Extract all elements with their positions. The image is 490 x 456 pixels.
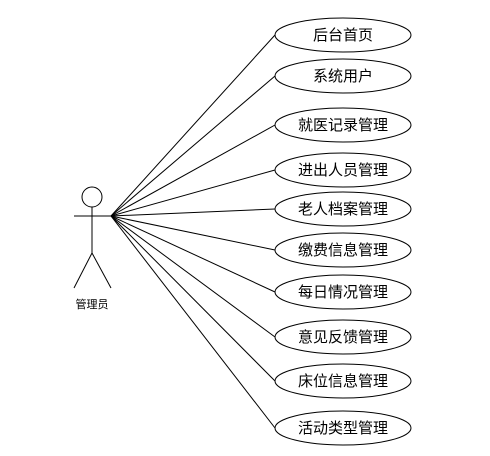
actor-admin: 管理员 [73,186,112,311]
use-case-ellipse [274,107,412,143]
use-case-label: 进出人员管理 [298,161,388,179]
use-case-ellipse [274,58,412,94]
use-case-ellipse [274,363,412,399]
use-case-label: 就医记录管理 [298,116,388,134]
use-case-ellipse [274,17,412,53]
use-case-label: 床位信息管理 [298,372,388,390]
actor-right-leg [91,252,112,289]
association-lines [110,34,276,429]
use-case: 缴费信息管理 [274,232,412,268]
use-case-ellipse [274,319,412,355]
use-case-label: 活动类型管理 [298,419,388,437]
use-case: 每日情况管理 [274,274,412,310]
actor-head [81,186,103,208]
association-line [110,215,276,382]
association-line [110,34,276,217]
use-cases: 后台首页 系统用户 就医记录管理 进出人员管理 老人档案管理 缴费信息管理 [274,17,412,446]
use-case: 老人档案管理 [274,191,412,227]
association-line [110,169,276,217]
use-case-label: 缴费信息管理 [298,241,388,259]
use-case-ellipse [274,152,412,188]
association-line [110,75,276,217]
use-case-ellipse [274,232,412,268]
use-case-label: 老人档案管理 [298,200,388,218]
use-case: 系统用户 [274,58,412,94]
actor-label: 管理员 [76,297,109,311]
association-line [110,215,276,429]
use-case-ellipse [274,410,412,446]
association-line [110,215,276,251]
use-case: 床位信息管理 [274,363,412,399]
association-line [110,208,276,217]
association-line [110,215,276,293]
use-case: 活动类型管理 [274,410,412,446]
use-case: 进出人员管理 [274,152,412,188]
use-case: 意见反馈管理 [274,319,412,355]
association-line [110,124,276,217]
use-case-label: 意见反馈管理 [298,328,388,346]
use-case-label: 每日情况管理 [298,283,388,301]
use-case: 就医记录管理 [274,107,412,143]
use-case-label: 系统用户 [313,67,373,85]
use-case-ellipse [274,191,412,227]
actor-left-leg [73,252,93,289]
use-case-label: 后台首页 [313,26,373,44]
use-case-ellipse [274,274,412,310]
association-line [110,215,276,338]
use-case: 后台首页 [274,17,412,53]
